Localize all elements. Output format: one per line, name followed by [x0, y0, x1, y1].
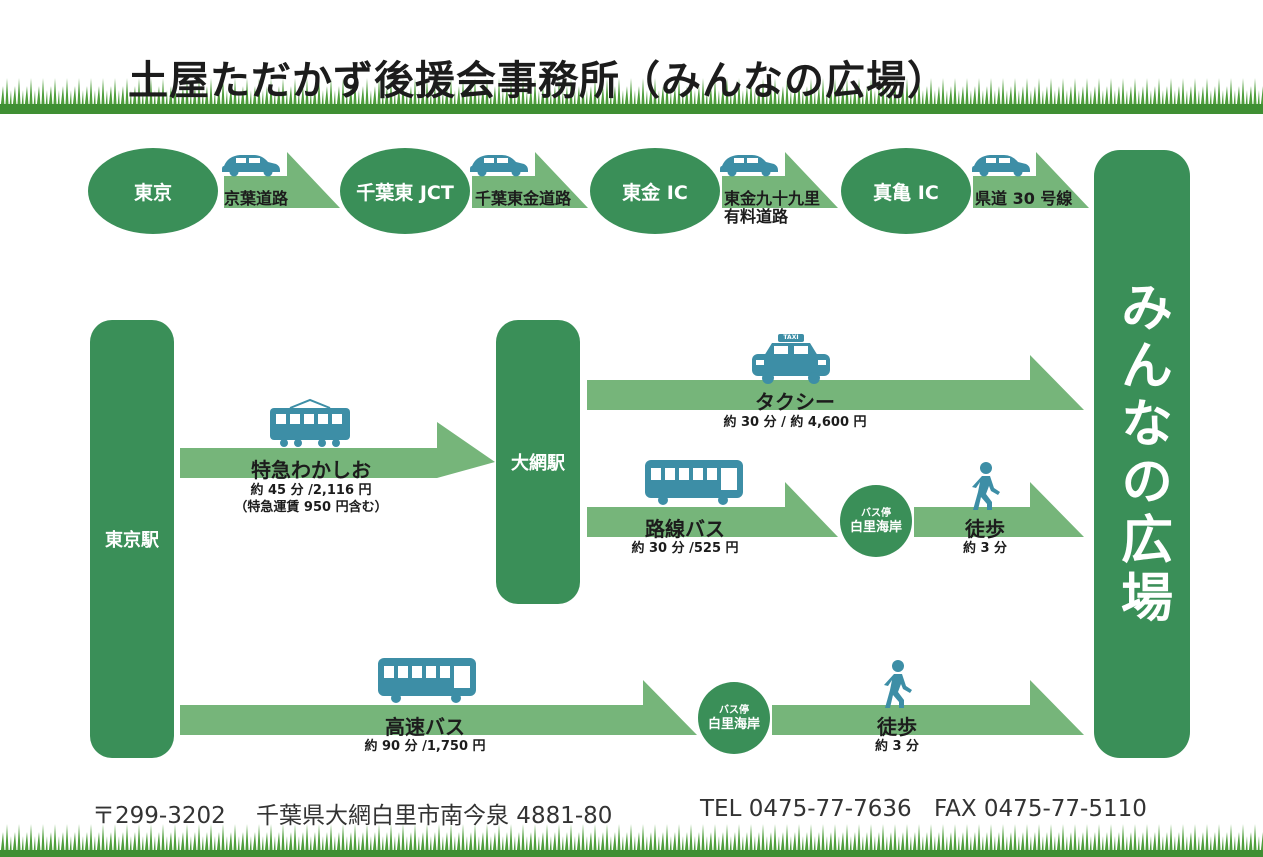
- station-tokyo: 東京駅: [90, 320, 174, 758]
- bus-icon: [645, 460, 743, 505]
- arrow-walk-1: [914, 482, 1084, 537]
- arrow-taxi: [587, 355, 1084, 410]
- arrow-highway-bus: [180, 680, 697, 735]
- node-togane-ic: 東金 IC: [590, 148, 720, 234]
- bus-stop-name: 白里海岸: [707, 716, 760, 732]
- road-label-1: 京葉道路: [224, 189, 289, 208]
- station-tokyo-label: 東京駅: [105, 530, 159, 551]
- arrow-route-bus: [587, 482, 838, 537]
- car-icons: [222, 155, 1030, 177]
- express-train-detail: 約 45 分 /2,116 円: [250, 483, 372, 498]
- road-label-2: 千葉東金道路: [475, 189, 572, 208]
- taxi-name: タクシー: [755, 390, 835, 414]
- walk-1-name: 徒歩: [965, 517, 1005, 541]
- bus-stop-shirasato-1: バス停 白里海岸: [840, 485, 912, 557]
- route-bus-name: 路線バス: [645, 517, 725, 541]
- car-icon: [720, 155, 778, 177]
- footer-address: 千葉県大網白里市南今泉 4881-80: [256, 803, 613, 829]
- road-arrow-3: [722, 152, 838, 208]
- taxi-sign: TAXI: [783, 334, 799, 341]
- taxi-detail: 約 30 分 / 約 4,600 円: [723, 415, 867, 430]
- road-arrow-2: [472, 152, 588, 208]
- express-train-name: 特急わかしお: [251, 458, 371, 482]
- bus-stop-small-label: バス停: [861, 507, 891, 519]
- car-icon: [470, 155, 528, 177]
- arrow-express-train: [180, 422, 495, 478]
- road-label-3: 東金九十九里 有料道路: [724, 189, 821, 226]
- station-oami-label: 大網駅: [511, 453, 565, 474]
- express-train-note: （特急運賃 950 円含む）: [234, 500, 388, 515]
- bus-stop-shirasato-2: バス停 白里海岸: [698, 682, 770, 754]
- road-arrow-1: [224, 152, 340, 208]
- car-icon: [222, 155, 280, 177]
- route-arrows: [180, 355, 1084, 735]
- bus-icon: [378, 658, 476, 703]
- page-title: 土屋ただかず後援会事務所（みんなの広場）: [128, 58, 948, 104]
- station-oami: 大網駅: [496, 320, 580, 604]
- taxi-icon: [752, 334, 830, 384]
- destination-label: みんなの広場: [1111, 280, 1172, 628]
- car-icon: [972, 155, 1030, 177]
- bus-stop-small-label: バス停: [719, 704, 749, 716]
- grass-bottom: [0, 818, 1263, 857]
- bus-stop-name: 白里海岸: [849, 519, 902, 535]
- walking-icon: [884, 660, 912, 708]
- road-label-4: 県道 30 号線: [975, 189, 1073, 208]
- walk-1-detail: 約 3 分: [962, 541, 1008, 556]
- arrow-walk-2: [772, 680, 1084, 735]
- node-chibahigashi-jct: 千葉東 JCT: [340, 148, 470, 234]
- node-makame-ic: 真亀 IC: [841, 148, 971, 234]
- node-tokyo: 東京: [88, 148, 218, 234]
- highway-bus-detail: 約 90 分 /1,750 円: [364, 739, 486, 754]
- highway-bus-name: 高速バス: [385, 715, 465, 739]
- train-icon: [270, 398, 350, 447]
- footer-fax: FAX 0475-77-5110: [934, 796, 1147, 822]
- walking-icon: [972, 462, 1000, 510]
- walk-2-name: 徒歩: [877, 715, 917, 739]
- footer-tel: TEL 0475-77-7636: [700, 796, 912, 822]
- route-bus-detail: 約 30 分 /525 円: [631, 541, 739, 556]
- road-arrow-4: [973, 152, 1089, 208]
- footer-postal: 〒299-3202: [92, 803, 226, 829]
- grass-top: [0, 72, 1263, 114]
- road-arrows: [224, 152, 1089, 208]
- destination-pillar: みんなの広場: [1094, 150, 1190, 758]
- walk-2-detail: 約 3 分: [874, 739, 920, 754]
